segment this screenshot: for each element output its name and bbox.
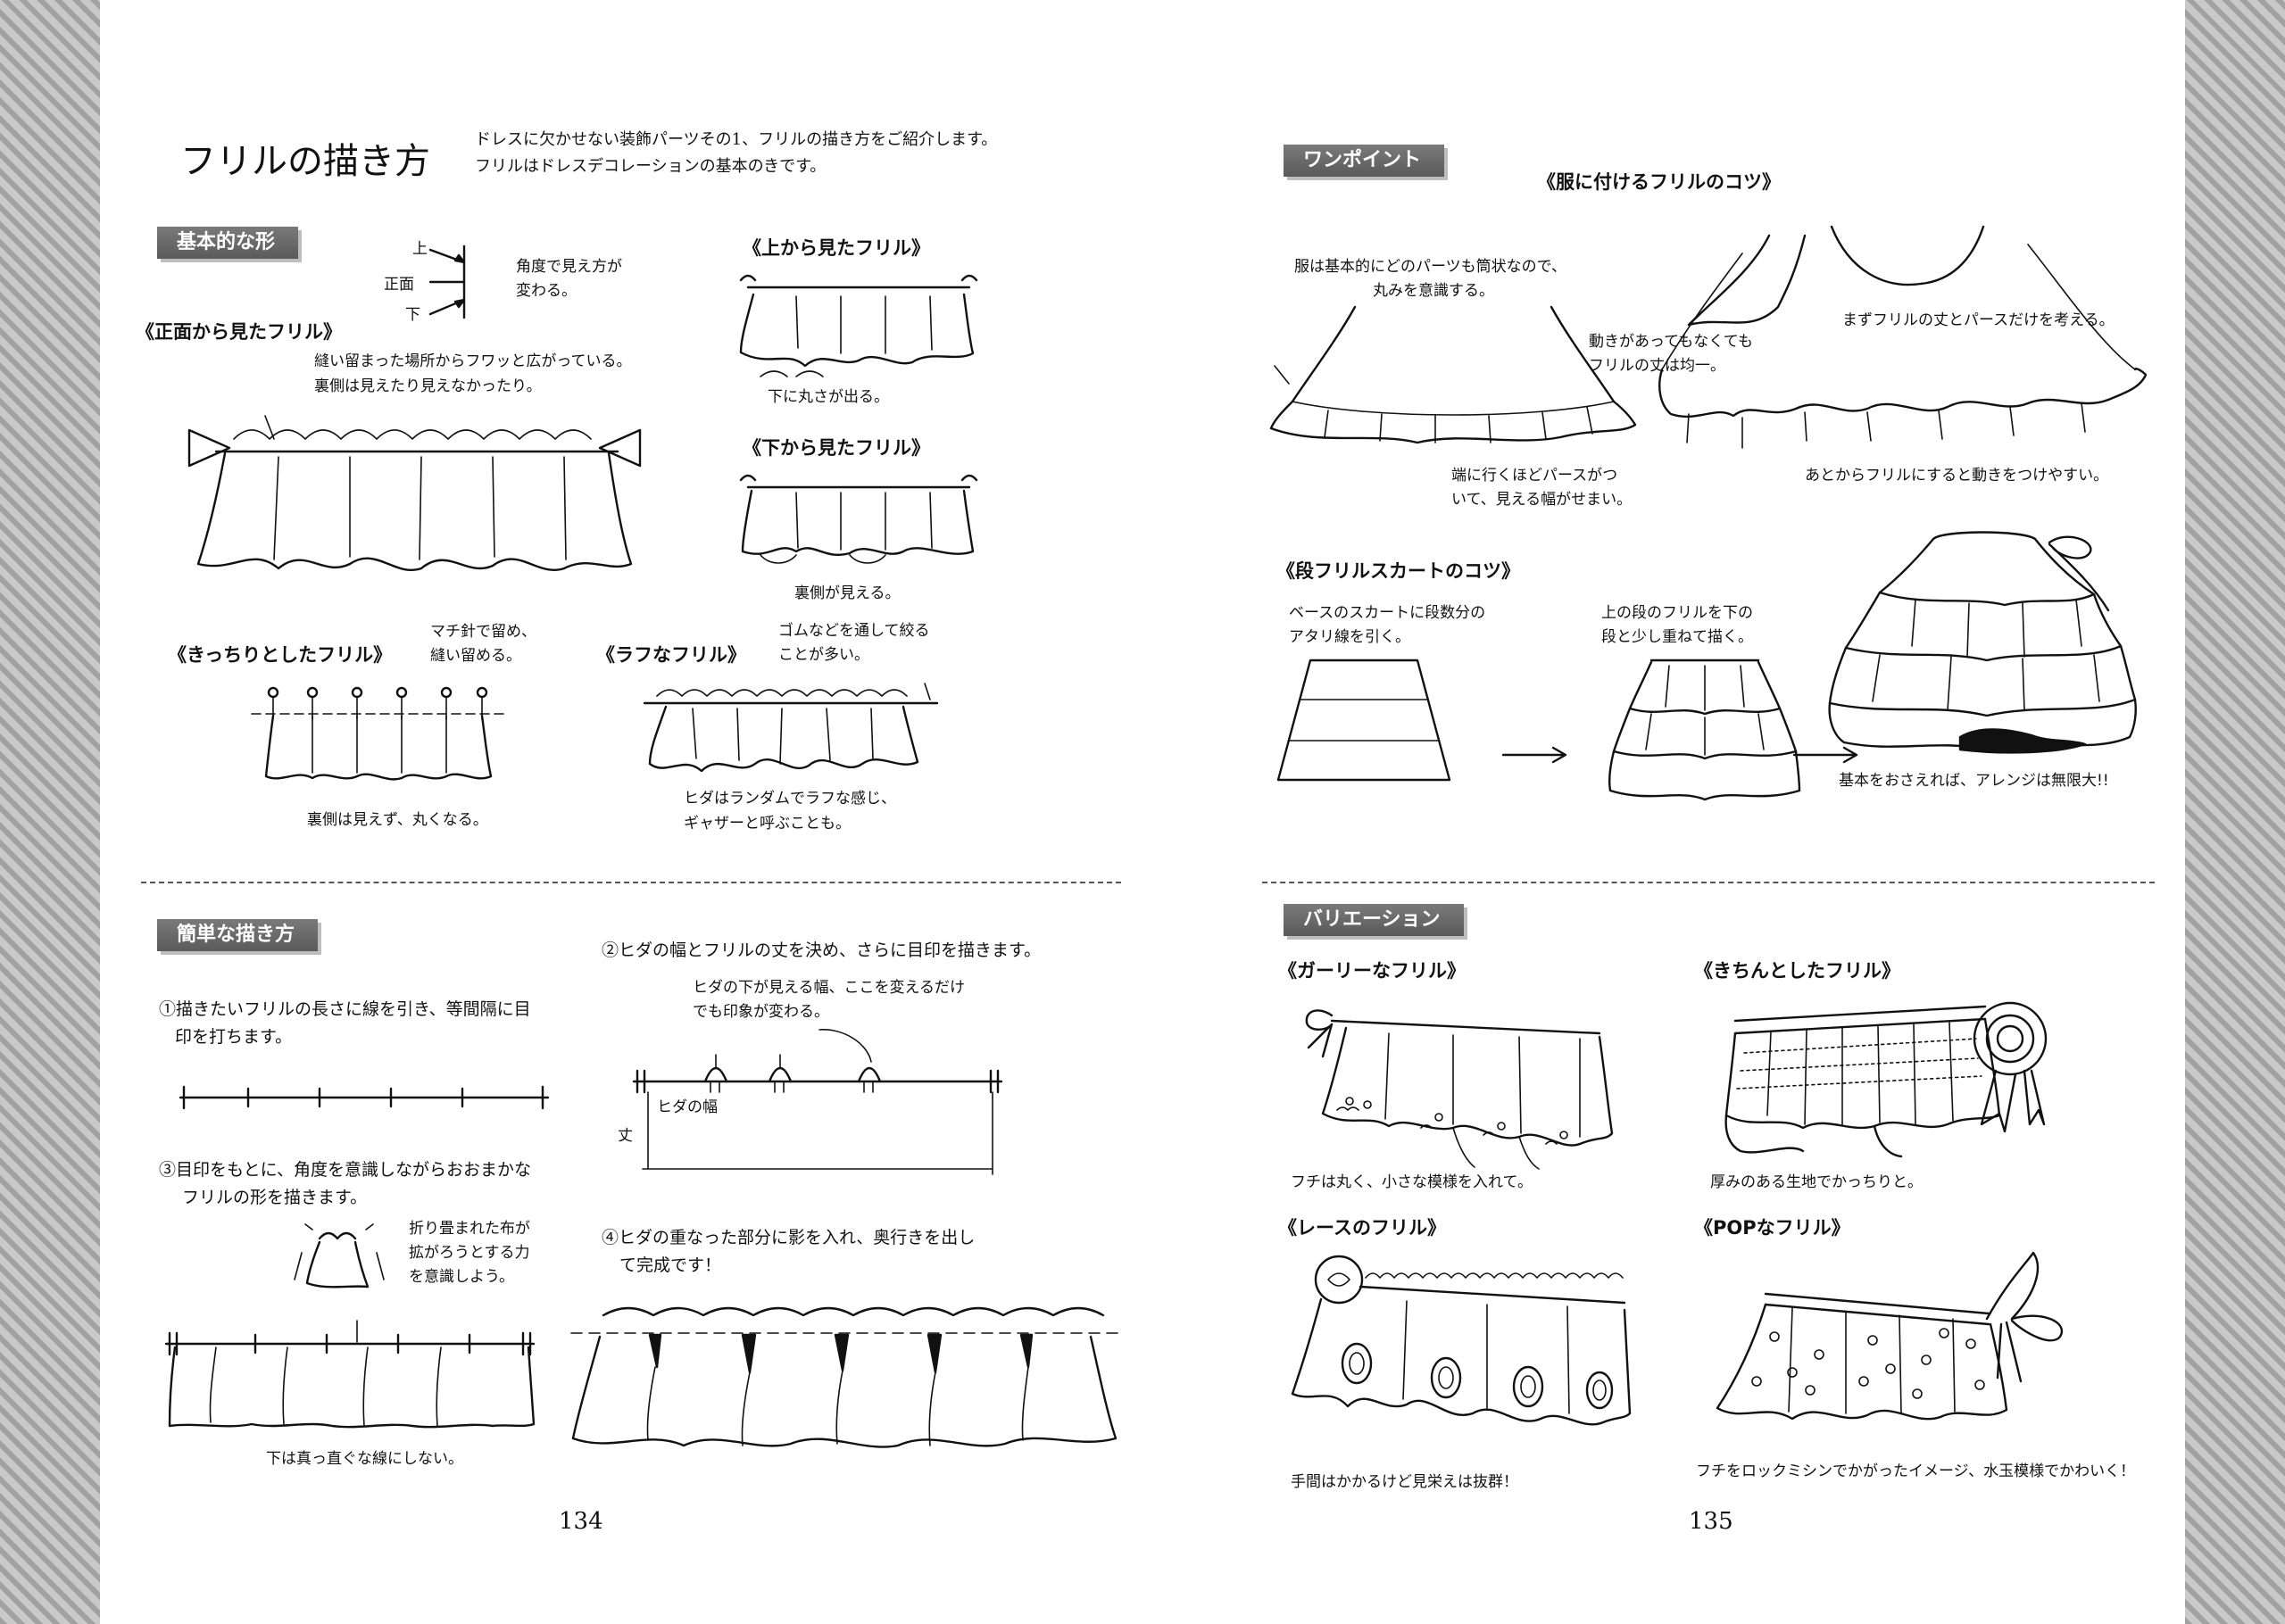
tight-frill-note: 裏側は見えず、丸くなる。 (307, 811, 488, 829)
arrow-right-icon (1501, 746, 1567, 764)
step2-text: ②ヒダの幅とフリルの丈を決め、さらに目印を描きます。 (602, 940, 1042, 960)
intro-line-2: フリルはドレスデコレーションの基本のきです。 (475, 157, 827, 176)
houndstooth-border-left (0, 0, 100, 1624)
step2-note-1: ヒダの下が見える幅、ここを変えるだけ (693, 979, 965, 997)
section-tag-basic-shape: 基本的な形 (157, 227, 299, 259)
page-number-134: 134 (559, 1508, 603, 1535)
lace-frill-heading: 《レースのフリル》 (1278, 1217, 1446, 1239)
page-number-135: 135 (1689, 1508, 1733, 1535)
one-point-note-1-line-2: 丸みを意識する。 (1373, 282, 1494, 300)
rough-frill-note-2: ギャザーと呼ぶことも。 (684, 815, 851, 833)
step3-line-2: フリルの形を描きます。 (182, 1188, 368, 1207)
step4-line-2: て完成です！ (619, 1255, 722, 1275)
angle-note-line-2: 変わる。 (516, 282, 577, 300)
decorated-tiered-skirt-illustration (1828, 531, 2137, 754)
left-page: フリルの描き方 ドレスに欠かせない装飾パーツその1、フリルの描き方をご紹介します… (100, 0, 1142, 1624)
intro-line-1: ドレスに欠かせない装飾パーツその1、フリルの描き方をご紹介します。 (475, 130, 998, 149)
one-point-note-1-line-1: 服は基本的にどのパーツも筒状なので、 (1294, 258, 1566, 276)
pop-frill-note: フチをロックミシンでかがったイメージ、水玉模様でかわいく！ (1696, 1462, 2136, 1480)
page-title: フリルの描き方 (180, 141, 430, 182)
section-divider-right (1262, 882, 2155, 883)
step3-note-3: を意識しよう。 (409, 1268, 514, 1286)
tiered-base-skirt-illustration (1276, 659, 1451, 782)
angle-label-bottom: 下 (405, 306, 420, 324)
top-view-heading: 《上から見たフリル》 (743, 237, 930, 259)
girly-frill-heading: 《ガーリーなフリル》 (1278, 960, 1466, 982)
tiered-note-3: 基本をおさえれば、アレンジは無限大!! (1839, 772, 2109, 790)
flowing-dress-frill-illustration (1658, 225, 2148, 449)
step1-line-1: ①描きたいフリルの長さに線を引き、等間隔に目 (159, 999, 531, 1019)
top-view-frill-illustration (739, 274, 978, 377)
lace-frill-illustration (1291, 1255, 1632, 1426)
tiered-note-1-line-1: ベースのスカートに段数分の (1289, 604, 1486, 622)
tiered-overlap-skirt-illustration (1608, 659, 1801, 801)
tiered-skirt-heading: 《段フリルスカートのコツ》 (1276, 560, 1520, 582)
angle-note-line-1: 角度で見え方が (516, 258, 622, 276)
dress-skirt-frill-illustration (1269, 305, 1637, 444)
rough-frill-note-1: ヒダはランダムでラフな感じ、 (684, 790, 896, 808)
top-view-note: 下に丸さが出る。 (768, 388, 889, 406)
front-view-heading: 《正面から見たフリル》 (136, 321, 342, 343)
lace-frill-note: 手間はかかるけど見栄えは抜群！ (1291, 1473, 1518, 1491)
step3-fold-detail-illustration (294, 1223, 385, 1288)
step2-note-2: でも印象が変わる。 (693, 1003, 829, 1021)
rough-frill-heading: 《ラフなフリル》 (596, 644, 746, 666)
one-point-note-3-line-2: いて、見える幅がせまい。 (1451, 491, 1633, 509)
girly-frill-illustration (1305, 1009, 1614, 1170)
step2-label-pleat-width: ヒダの幅 (657, 1098, 718, 1116)
section-tag-one-point: ワンポイント (1284, 145, 1445, 177)
pop-frill-heading: 《POPなフリル》 (1694, 1217, 1850, 1239)
tiered-note-1-line-2: アタリ線を引く。 (1289, 628, 1410, 646)
arrow-right-icon-2 (1792, 746, 1858, 764)
section-tag-easy-method: 簡単な描き方 (157, 919, 319, 951)
step2-width-and-length-diagram (632, 1029, 1003, 1175)
rough-frill-rubber-note-1: ゴムなどを通して絞る (778, 622, 930, 640)
angle-label-top: 上 (412, 240, 428, 258)
tight-frill-heading: 《きっちりとしたフリル》 (168, 644, 393, 666)
one-point-heading: 《服に付けるフリルのコツ》 (1537, 171, 1781, 193)
front-view-note-2: 裏側は見えたり見えなかったり。 (314, 377, 542, 395)
one-point-note-5: あとからフリルにすると動きをつけやすい。 (1805, 467, 2109, 485)
one-point-note-2-line-1: 動きがあってもなくても (1589, 333, 1753, 351)
step1-marked-line (179, 1085, 550, 1110)
step3-note-2: 拡がろうとする力 (409, 1244, 530, 1262)
step3-rough-frill-shape (164, 1320, 536, 1429)
step3-line-1: ③目印をもとに、角度を意識しながらおおまかな (159, 1160, 532, 1180)
angle-arrows-icon (428, 244, 466, 319)
one-point-note-3-line-1: 端に行くほどパースがつ (1451, 467, 1618, 485)
neat-frill-heading: 《きちんとしたフリル》 (1694, 960, 1900, 982)
right-page: ワンポイント 《服に付けるフリルのコツ》 服は基本的にどのパーツも筒状なので、 … (1142, 0, 2185, 1624)
tight-frill-pin-note-1: マチ針で留め、 (430, 623, 536, 641)
front-view-frill-illustration (187, 415, 642, 571)
houndstooth-border-right (2185, 0, 2285, 1624)
one-point-note-2-line-2: フリルの丈は均一。 (1589, 357, 1725, 375)
tight-frill-pin-note-2: 縫い留める。 (430, 647, 521, 665)
step4-finished-frill-illustration (570, 1306, 1122, 1448)
section-divider (141, 882, 1121, 883)
step2-label-length: 丈 (618, 1127, 633, 1145)
step1-line-2: 印を打ちます。 (175, 1027, 293, 1047)
tiered-note-2-line-2: 段と少し重ねて描く。 (1601, 628, 1753, 646)
step3-bottom-note: 下は真っ直ぐな線にしない。 (266, 1450, 463, 1468)
bottom-view-note: 裏側が見える。 (794, 584, 901, 602)
rough-frill-illustration (643, 683, 939, 773)
pop-frill-illustration (1716, 1251, 2064, 1421)
tiered-note-2-line-1: 上の段のフリルを下の (1601, 604, 1753, 622)
neat-frill-illustration (1724, 1001, 2048, 1158)
tight-frill-illustration (251, 686, 510, 781)
section-tag-variation: バリエーション (1284, 904, 1464, 936)
bottom-view-heading: 《下から見たフリル》 (743, 437, 930, 459)
bottom-view-frill-illustration (739, 474, 978, 564)
front-view-note-1: 縫い留まった場所からフワッと広がっている。 (314, 352, 632, 370)
rough-frill-rubber-note-2: ことが多い。 (778, 646, 869, 664)
step3-note-1: 折り畳まれた布が (409, 1220, 530, 1238)
step4-line-1: ④ヒダの重なった部分に影を入れ、奥行きを出し (602, 1228, 976, 1247)
neat-frill-note: 厚みのある生地でかっちりと。 (1710, 1173, 1923, 1191)
girly-frill-note: フチは丸く、小さな模様を入れて。 (1291, 1173, 1533, 1191)
one-point-note-4: まずフリルの丈とパースだけを考える。 (1842, 311, 2115, 329)
angle-label-front: 正面 (384, 276, 414, 294)
